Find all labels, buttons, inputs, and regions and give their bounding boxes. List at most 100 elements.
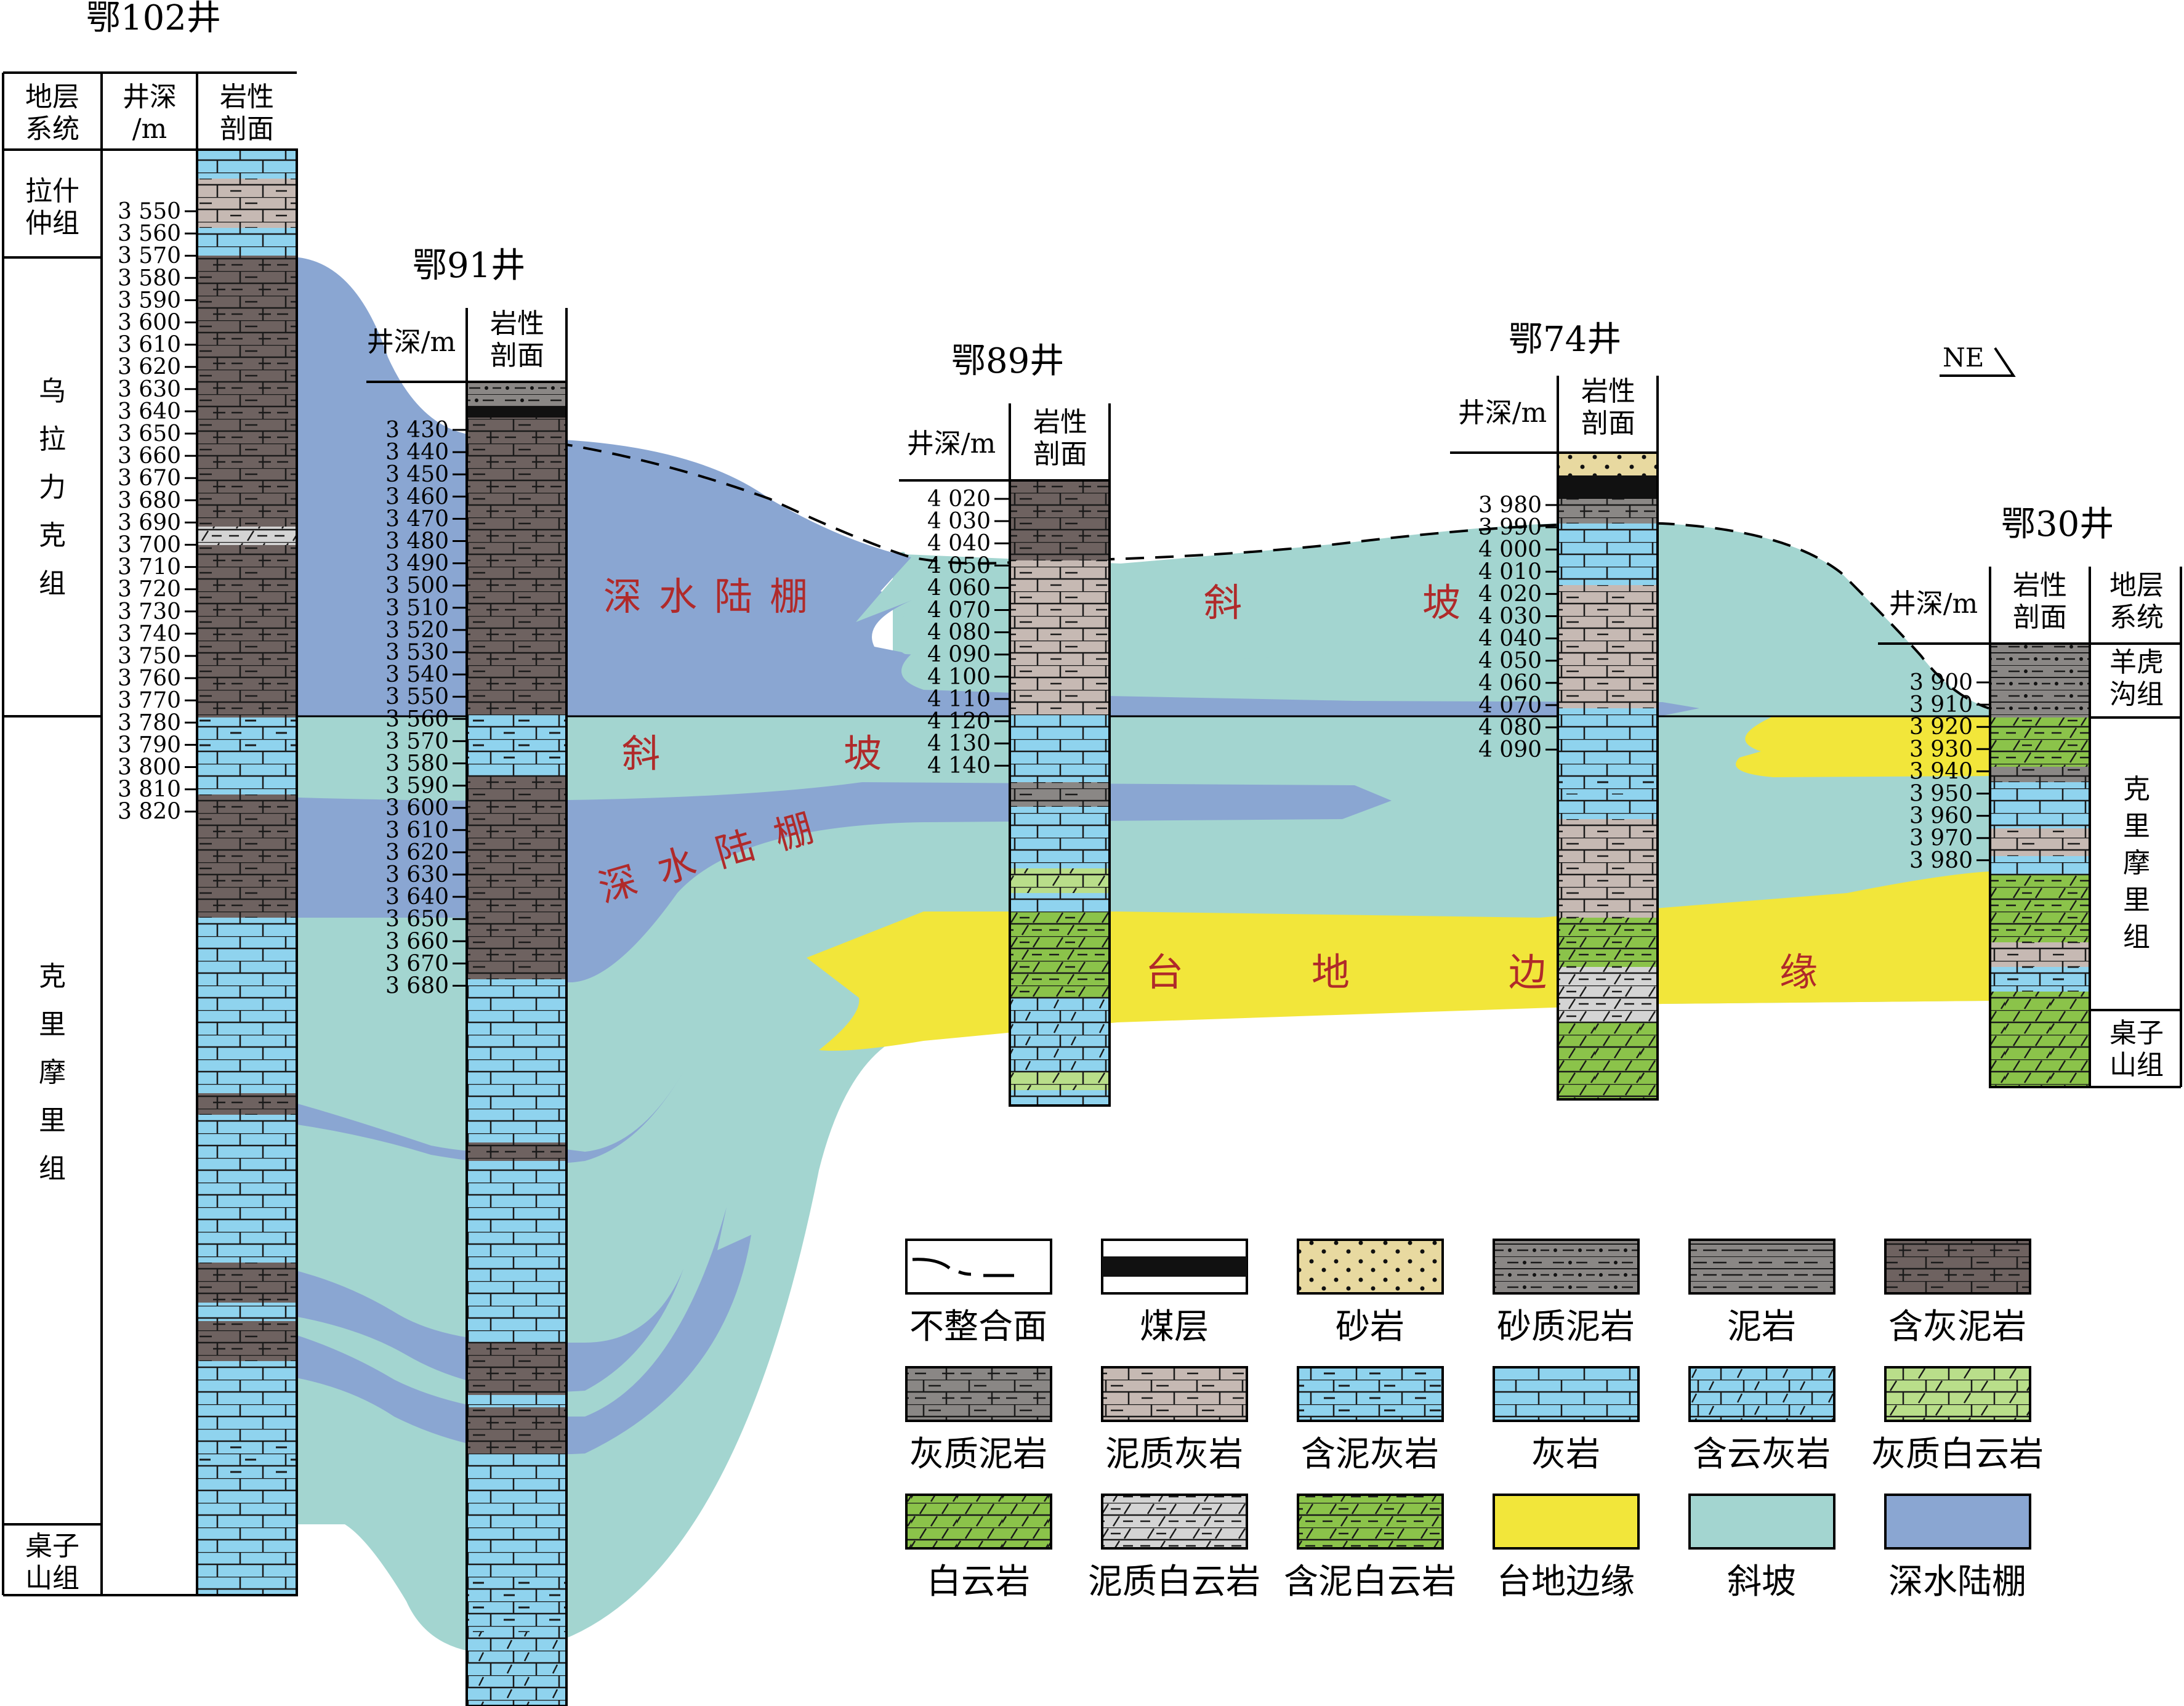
e89-header-lithology: 岩性 (1033, 406, 1087, 438)
e91-tick-label: 3 430 (385, 418, 449, 443)
e102-header-depth: 井深 (123, 81, 177, 113)
legend-label: 灰岩 (1531, 1434, 1600, 1474)
formation-wulalike: 力 (39, 472, 66, 503)
legend-label: 含泥白云岩 (1284, 1562, 1456, 1602)
e102-tick-label: 3 790 (118, 732, 181, 758)
e91-tick-label: 3 500 (385, 573, 449, 599)
e30-tick-label: 3 900 (1909, 670, 1973, 695)
legend-label: 灰质泥岩 (909, 1434, 1047, 1474)
e74-tick-label: 3 990 (1478, 515, 1542, 540)
e91-tick-label: 3 470 (385, 506, 449, 532)
formation-lashizhong: 拉什 (25, 176, 79, 207)
platform-margin-icon (1493, 1494, 1640, 1550)
e74-tick-label: 4 020 (1478, 581, 1542, 607)
e91-tick-label: 3 450 (385, 462, 449, 487)
svg-text:坡: 坡 (844, 731, 882, 776)
formation-wulalike: 乌 (39, 376, 66, 407)
e91-tick-label: 3 600 (385, 796, 449, 821)
e89-title: 鄂89井 (951, 341, 1064, 381)
e74-tick-label: 4 060 (1478, 671, 1542, 696)
facies-labels: 深 水 陆 棚 深 水 陆 棚 斜 坡 斜 坡 台 地 边 缘 (594, 574, 1818, 995)
e91-tick-label: 3 570 (385, 729, 449, 754)
legend-item: 泥质白云岩 (1088, 1494, 1260, 1602)
slope-label-2: 斜 (1204, 580, 1242, 625)
legend-item: 含泥白云岩 (1284, 1494, 1456, 1602)
svg-text:剖面: 剖面 (2013, 602, 2067, 633)
formation-kelimoli: 里 (2123, 811, 2150, 842)
e74-tick-label: 3 980 (1478, 493, 1542, 518)
e91-tick-label: 3 610 (385, 818, 449, 843)
e102-tick-label: 3 620 (118, 355, 181, 380)
platform-margin-wedge (1736, 716, 1989, 777)
legend-item: 灰质泥岩 (905, 1366, 1052, 1474)
e30-header-depth: 井深/m (1889, 588, 1978, 620)
e91-title: 鄂91井 (413, 246, 525, 286)
e102-tick-label: 3 690 (118, 510, 181, 535)
e91-tick-label: 3 510 (385, 596, 449, 621)
e102-header-formation: 地层 (25, 81, 79, 113)
well-e74 (1450, 376, 1659, 1101)
e91-tick-label: 3 590 (385, 774, 449, 799)
e102-tick-label: 3 590 (118, 288, 181, 313)
argillaceous-limestone-icon (1297, 1366, 1444, 1422)
e102-tick-label: 3 800 (118, 755, 181, 780)
svg-text:缘: 缘 (1779, 950, 1818, 995)
e102-header-lithology: 岩性 (220, 81, 274, 113)
e89-tick-label: 4 090 (927, 642, 991, 668)
e89-tick-label: 4 040 (927, 531, 991, 556)
formation-kelimoli: 里 (2123, 884, 2150, 916)
legend-label: 不整合面 (909, 1307, 1047, 1347)
legend-item: 灰质白云岩 (1871, 1366, 2044, 1474)
svg-text:剖面: 剖面 (490, 340, 544, 371)
e102-tick-label: 3 760 (118, 666, 181, 691)
formation-kelimoli: 组 (2123, 921, 2150, 953)
slope-upper-band (893, 522, 1989, 716)
legend-label: 白云岩 (927, 1562, 1030, 1602)
e102-tick-label: 3 680 (118, 488, 181, 513)
svg-text:陆: 陆 (714, 574, 752, 619)
legend-label: 泥质白云岩 (1088, 1562, 1260, 1602)
e91-header-lithology: 岩性 (490, 308, 544, 339)
legend-item: 斜坡 (1688, 1494, 1835, 1602)
sandy-mudstone-icon (1493, 1239, 1640, 1295)
e102-tick-label: 3 720 (118, 577, 181, 602)
legend-item: 不整合面 (905, 1239, 1052, 1347)
svg-text:坡: 坡 (1422, 580, 1461, 625)
formation-zhuozishan: 山组 (2109, 1049, 2164, 1081)
e30-tick-label: 3 940 (1909, 759, 1973, 784)
svg-text:/m: /m (132, 113, 167, 145)
e30-tick-label: 3 950 (1909, 782, 1973, 807)
e89-tick-label: 4 100 (927, 665, 991, 690)
legend-item: 灰岩 (1493, 1366, 1640, 1474)
e102-tick-label: 3 550 (118, 199, 181, 224)
e74-header-lithology: 岩性 (1581, 376, 1635, 407)
legend-label: 砂质泥岩 (1497, 1307, 1635, 1347)
e102-tick-label: 3 600 (118, 310, 181, 336)
well-e91 (366, 308, 568, 1706)
formation-kelimoli: 克 (39, 961, 66, 992)
unconformity-icon (905, 1239, 1052, 1295)
argillaceous-dolomite-icon (1101, 1494, 1248, 1550)
svg-text:剖面: 剖面 (1033, 439, 1087, 470)
mudstone-icon (1688, 1239, 1835, 1295)
e102-tick-label: 3 770 (118, 688, 181, 713)
calcareous-mudstone-dark-icon (1884, 1239, 2031, 1295)
legend-label: 斜坡 (1727, 1562, 1796, 1602)
legend: 不整合面煤层砂岩砂质泥岩泥岩含灰泥岩灰质泥岩泥质灰岩含泥灰岩灰岩含云灰岩灰质白云… (905, 1239, 2044, 1602)
platform-margin-label: 台 (1145, 950, 1183, 995)
calcareous-mudstone-icon (905, 1366, 1052, 1422)
legend-label: 灰质白云岩 (1871, 1434, 2044, 1474)
e74-tick-label: 4 030 (1478, 604, 1542, 629)
svg-text:水: 水 (659, 574, 697, 619)
lime-dolomite-icon (1884, 1366, 2031, 1422)
legend-label: 泥质灰岩 (1105, 1434, 1243, 1474)
legend-label: 含云灰岩 (1693, 1434, 1831, 1474)
e74-tick-label: 4 010 (1478, 559, 1542, 584)
svg-text:剖面: 剖面 (220, 113, 274, 145)
e102-tick-label: 3 730 (118, 599, 181, 625)
mud-bearing-dolomite-icon (1297, 1494, 1444, 1550)
e89-tick-label: 4 120 (927, 709, 991, 734)
deep-shelf-icon (1884, 1494, 2031, 1550)
